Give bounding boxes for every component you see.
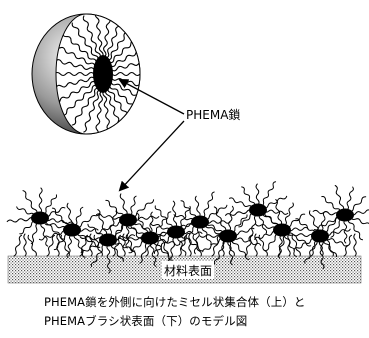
- brush-chain: [321, 212, 325, 232]
- brush-chain: [97, 214, 123, 219]
- brush-chain: [229, 206, 234, 231]
- brush-chain: [313, 210, 339, 214]
- brush-core: [99, 234, 117, 247]
- brush-chain: [151, 223, 171, 230]
- brush-chain: [324, 240, 337, 257]
- anchor-chain: [14, 235, 22, 256]
- brush-chain: [174, 215, 194, 221]
- anchor-chain: [28, 235, 36, 256]
- brush-chain: [315, 217, 340, 230]
- brush-chain: [46, 219, 74, 224]
- brush-core: [31, 212, 49, 225]
- brush-chain: [349, 197, 365, 212]
- brush-chain: [7, 218, 34, 222]
- brush-chain: [130, 196, 136, 215]
- brush-chain: [173, 201, 177, 227]
- brush-chain: [255, 231, 277, 239]
- brush-chain: [234, 228, 254, 235]
- brush-chain: [335, 186, 344, 211]
- brush-chain: [347, 187, 354, 210]
- caption-line-2: PHEMAブラシ状表面（下）のモデル図: [44, 312, 364, 331]
- brush-chain: [287, 214, 305, 227]
- anchor-chain: [292, 235, 300, 256]
- brush-chain: [195, 196, 200, 217]
- brush-chain: [20, 221, 36, 234]
- anchor-chain: [288, 234, 290, 256]
- brush-core: [191, 216, 209, 229]
- anchor-chain: [57, 234, 59, 256]
- brush-chain: [266, 234, 279, 251]
- brush-chain: [110, 211, 117, 235]
- brush-chain: [181, 201, 196, 218]
- anchor-chain: [24, 234, 26, 256]
- brush-core: [63, 224, 81, 237]
- brush-core: [119, 214, 137, 227]
- brush-chain: [351, 217, 369, 228]
- brush-chain: [264, 210, 288, 214]
- brush-chain: [206, 221, 230, 224]
- brush-chain: [288, 227, 308, 230]
- brush-chain: [120, 194, 127, 215]
- phema-chain-label: PHEMA鎖: [186, 107, 240, 122]
- anchor-chain: [354, 234, 356, 256]
- brush-chain: [203, 239, 223, 252]
- brush-chain: [256, 224, 277, 229]
- brush-chain: [106, 200, 124, 216]
- brush-chain: [150, 212, 153, 233]
- anchor-chain: [47, 235, 55, 256]
- brush-chain: [344, 220, 347, 243]
- brush-chain: [256, 184, 259, 205]
- brush-chain: [214, 207, 226, 232]
- anchor-chain: [189, 234, 191, 256]
- brush-core: [311, 230, 329, 243]
- anchor-chain: [90, 234, 92, 256]
- brush-chain: [226, 210, 253, 215]
- brush-chain: [137, 213, 148, 233]
- caption-line-1: PHEMA鎖を外側に向けたミセル状集合体（上）と: [44, 293, 364, 312]
- brush-chain: [258, 206, 278, 226]
- brush-chain: [97, 221, 123, 233]
- brush-chain: [41, 223, 48, 246]
- arrow-to-brush: [120, 121, 184, 190]
- micelle: [32, 13, 157, 136]
- brush-chain: [322, 197, 341, 212]
- brush-core: [167, 226, 185, 239]
- brush-chain: [31, 223, 38, 244]
- surface-label: 材料表面: [164, 264, 212, 278]
- brush-chain: [75, 207, 83, 225]
- figure-caption: PHEMA鎖を外側に向けたミセル状集合体（上）と PHEMAブラシ状表面（下）の…: [44, 293, 364, 331]
- brush-chain: [43, 195, 56, 214]
- brush-chain: [232, 215, 247, 232]
- brush-chain: [134, 216, 159, 220]
- brush-chain: [39, 188, 42, 213]
- brush-core: [336, 209, 354, 222]
- brush-chain: [261, 182, 276, 206]
- micelle-core: [93, 55, 113, 93]
- brush-chain: [263, 196, 286, 208]
- brush-chain: [309, 211, 318, 232]
- brush-chain: [242, 187, 255, 206]
- brush-chain: [202, 227, 211, 245]
- brush-chain: [296, 219, 315, 233]
